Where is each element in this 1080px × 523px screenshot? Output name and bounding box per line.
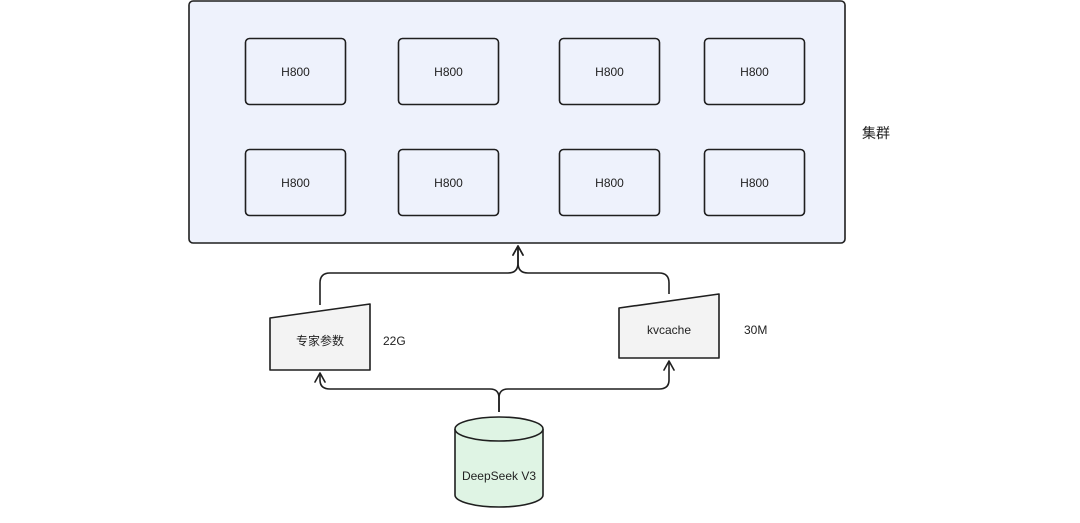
expert-params-label: 专家参数: [296, 333, 344, 348]
gpu-label: H800: [434, 176, 463, 190]
gpu-label: H800: [595, 65, 624, 79]
expert-params-node: [269, 303, 371, 371]
gpu-label: H800: [434, 65, 463, 79]
gpu-node: H800: [397, 148, 500, 217]
gpu-label: H800: [740, 176, 769, 190]
gpu-node: H800: [244, 37, 347, 106]
expert-params-size: 22G: [383, 334, 406, 348]
gpu-node: H800: [397, 37, 500, 106]
kvcache-node: [618, 293, 720, 359]
gpu-label: H800: [281, 176, 310, 190]
gpu-label: H800: [740, 65, 769, 79]
gpu-node: H800: [558, 37, 661, 106]
flow-arrow-expert-to-cluster: [319, 245, 524, 305]
gpu-node: H800: [703, 37, 806, 106]
kvcache-label: kvcache: [647, 323, 691, 337]
kvcache-size: 30M: [744, 323, 767, 337]
cluster-box: [188, 0, 846, 244]
flow-arrow-model-to-expert: [314, 372, 500, 412]
flow-arrow-model-to-kvcache: [498, 360, 675, 412]
gpu-node: H800: [703, 148, 806, 217]
cluster-label: 集群: [862, 125, 890, 141]
gpu-node: H800: [558, 148, 661, 217]
gpu-label: H800: [281, 65, 310, 79]
database-cylinder-icon: [454, 416, 544, 508]
gpu-label: H800: [595, 176, 624, 190]
model-label: DeepSeek V3: [462, 469, 536, 483]
flow-arrow-kvcache-to-cluster: [512, 245, 670, 294]
gpu-node: H800: [244, 148, 347, 217]
